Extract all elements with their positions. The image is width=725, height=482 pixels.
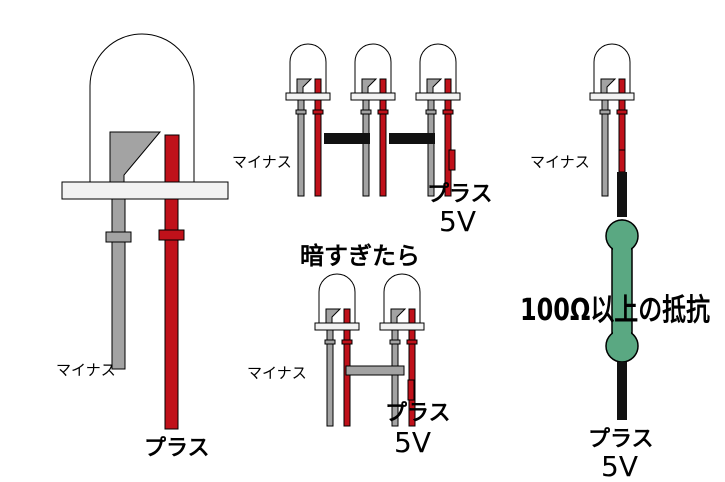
resistor-plus-extension [618,149,626,173]
series-wire-2 [389,133,435,144]
dim-case-leds: 暗すぎたら マイナス プラス 5V [247,242,451,459]
large-led-minus-lead [111,198,126,370]
series-led-1 [285,43,331,197]
series-three-leds: マイナス プラス 5V [232,43,493,238]
resistor-body-center [613,236,631,346]
large-led-minus-label: マイナス [56,361,116,379]
large-led-plus-label: プラス [144,436,210,461]
resistor-bottom-wire [617,362,627,420]
resistor-case: マイナス 100Ω以上の抵抗 プラス 5V [520,43,710,482]
resistor-plus-label: プラス [588,427,654,452]
resistor [605,219,639,363]
series-voltage-label: 5V [439,205,476,238]
series-minus-label: マイナス [232,153,292,171]
resistor-value-label: 100Ω以上の抵抗 [520,293,710,328]
resistor-voltage-label: 5V [601,450,638,482]
series-plus-extension [448,149,456,171]
dim-case-heading: 暗すぎたら [300,242,420,270]
large-led-plus-notch [158,229,185,241]
large-led-post [164,134,180,183]
dim-plus-extension [407,379,415,401]
large-led-base [61,181,229,200]
dim-plus-label: プラス [385,401,451,426]
resistor-top-wire [617,172,627,217]
series-wire-1 [324,133,370,144]
large-led: マイナス プラス [56,33,229,461]
large-led-plus-lead [164,198,179,430]
resistor-minus-label: マイナス [530,153,590,171]
large-led-minus-notch [105,231,132,243]
dim-voltage-label: 5V [394,426,431,459]
dim-wire [345,365,405,376]
dim-minus-label: マイナス [247,364,307,382]
dim-led-1 [314,273,360,427]
resistor-led [589,43,635,197]
large-led-anvil [109,131,162,183]
series-led-3 [415,43,461,197]
series-led-2 [350,43,396,197]
series-plus-label: プラス [427,182,493,207]
